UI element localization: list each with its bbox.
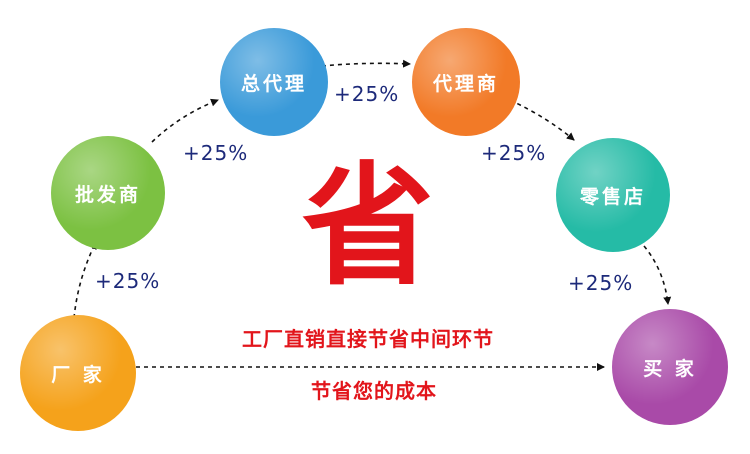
node-general-agent-label: 总代理 <box>240 72 307 95</box>
node-general-agent: 总代理 <box>220 28 328 136</box>
node-agent: 代理商 <box>412 28 520 136</box>
arrow-wholesaler-to-general-agent <box>151 98 219 143</box>
node-retail-label: 零售店 <box>579 185 646 208</box>
markup-general-agent-to-agent: +25% <box>334 82 400 106</box>
node-buyer-label: 买 家 <box>643 357 697 380</box>
node-retail: 零售店 <box>556 138 670 252</box>
arrow-retail-to-buyer <box>643 245 672 305</box>
save-character: 省 <box>302 149 434 304</box>
markup-factory-to-wholesaler: +25% <box>95 269 161 293</box>
arrow-factory-to-wholesaler <box>73 241 97 319</box>
arrow-general-agent-to-agent <box>321 59 411 68</box>
markup-wholesaler-to-general-agent: +25% <box>183 141 249 165</box>
node-agent-label: 代理商 <box>432 72 499 95</box>
markup-agent-to-retail: +25% <box>481 141 547 165</box>
node-factory-label: 厂 家 <box>51 363 105 386</box>
node-buyer: 买 家 <box>612 309 728 425</box>
caption-line-2: 节省您的成本 <box>311 379 437 403</box>
arrow-agent-to-retail <box>509 99 575 141</box>
caption-line-1: 工厂直销直接节省中间环节 <box>242 327 494 351</box>
node-wholesaler-label: 批发商 <box>74 183 141 206</box>
node-wholesaler: 批发商 <box>51 136 165 250</box>
markup-retail-to-buyer: +25% <box>568 271 634 295</box>
node-factory: 厂 家 <box>20 315 136 431</box>
